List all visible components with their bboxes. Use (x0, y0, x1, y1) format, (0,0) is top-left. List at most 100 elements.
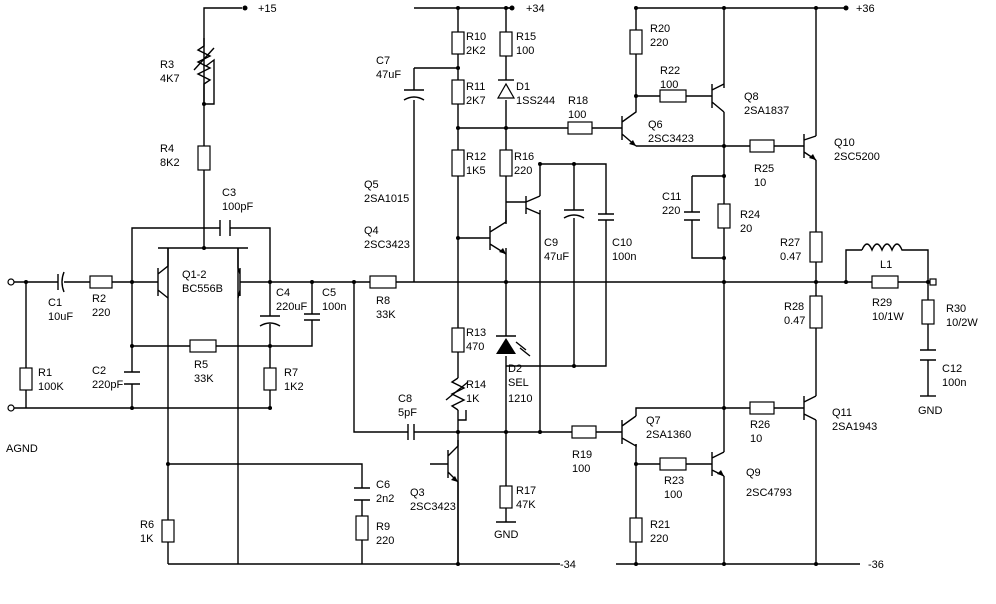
label-r6-value: 1K (140, 533, 154, 545)
capacitor-c4 (259, 315, 281, 327)
label-r18-ref: R18 (568, 95, 588, 107)
resistor-r19 (571, 425, 597, 439)
rail-label-p15: +15 (258, 3, 277, 15)
label-d2-value2: 1210 (508, 393, 532, 405)
resistor-r15 (499, 31, 513, 57)
label-r20-value: 220 (650, 37, 668, 49)
label-r27-ref: R27 (780, 237, 800, 249)
label-c12-value: 100n (942, 377, 966, 389)
label-r27-value: 0.47 (780, 251, 801, 263)
resistor-r29 (871, 275, 899, 289)
transistor-q8 (710, 83, 725, 113)
label-r30-ref: R30 (946, 303, 966, 315)
resistor-r27 (809, 231, 823, 263)
capacitor-c5 (304, 313, 320, 321)
label-r11-ref: R11 (466, 81, 485, 93)
label-r3-ref: R3 (160, 59, 174, 71)
label-c2-ref: C2 (92, 365, 106, 377)
label-c6-value: 2n2 (376, 493, 394, 505)
label-r30-value: 10/2W (946, 317, 978, 329)
label-c6-ref: C6 (376, 479, 390, 491)
resistor-r22 (659, 89, 687, 103)
label-r3-value: 4K7 (160, 73, 180, 85)
resistor-r4 (197, 145, 211, 171)
label-q7-ref: Q7 (646, 415, 661, 427)
label-d2-value: SEL (508, 377, 529, 389)
label-r8-value: 33K (376, 309, 396, 321)
label-q6-value: 2SC3423 (648, 133, 694, 145)
label-r24-ref: R24 (740, 209, 760, 221)
label-r17-ref: R17 (516, 485, 536, 497)
label-c1-ref: C1 (48, 297, 62, 309)
capacitor-c2 (124, 371, 140, 385)
label-d1-ref: D1 (516, 81, 530, 93)
transistor-q4 (489, 210, 507, 255)
label-q4-value: 2SC3423 (364, 239, 410, 251)
label-r14-ref: R14 (466, 379, 486, 391)
capacitor-c6 (354, 487, 370, 501)
label-q5-value: 2SA1015 (364, 193, 409, 205)
label-c11-value: 220 (662, 205, 680, 217)
label-r10-ref: R10 (466, 31, 486, 43)
label-r10-value: 2K2 (466, 45, 486, 57)
label-c8-ref: C8 (398, 393, 412, 405)
capacitor-c8 (407, 424, 415, 440)
rail-label-n36: -36 (868, 559, 884, 571)
label-c7-ref: C7 (376, 55, 390, 67)
label-gnd-right: GND (918, 405, 943, 417)
terminals (7, 5, 937, 523)
label-q8-value: 2SA1837 (744, 105, 789, 117)
label-r19-value: 100 (572, 463, 590, 475)
label-d2-ref: D2 (508, 363, 522, 375)
label-r12-ref: R12 (466, 151, 486, 163)
label-r11-value: 2K7 (466, 95, 486, 107)
label-r13-ref: R13 (466, 327, 486, 339)
label-r25-value: 10 (754, 177, 766, 189)
label-r4-value: 8K2 (160, 157, 180, 169)
resistor-r9 (355, 515, 369, 541)
potentiometers (193, 38, 469, 421)
led-d2 (496, 335, 531, 357)
label-r8-ref: R8 (376, 295, 390, 307)
label-r9-value: 220 (376, 535, 394, 547)
capacitor-c11 (684, 211, 700, 221)
label-c4-value: 220uF (276, 301, 307, 313)
junctions (24, 6, 930, 566)
transistor-q7 (616, 415, 637, 448)
resistor-r23 (659, 457, 687, 471)
label-r1-ref: R1 (38, 367, 52, 379)
trimmer-r14 (445, 377, 469, 421)
label-q9-value: 2SC4793 (746, 487, 792, 499)
transistor-q1a (150, 248, 169, 299)
resistor-r20 (629, 29, 643, 55)
label-q5-ref: Q5 (364, 179, 379, 191)
label-c9-ref: C9 (544, 237, 558, 249)
label-c5-ref: C5 (322, 287, 336, 299)
label-c10-value: 100n (612, 251, 636, 263)
resistor-r11 (451, 79, 465, 105)
label-c8-value: 5pF (398, 407, 417, 419)
label-q4-ref: Q4 (364, 225, 379, 237)
label-r22-value: 100 (660, 79, 678, 91)
label-r16-ref: R16 (514, 151, 534, 163)
label-c11-ref: C11 (662, 191, 681, 203)
transistor-q9 (710, 451, 725, 477)
label-c7-value: 47uF (376, 69, 401, 81)
diodes (496, 79, 531, 357)
label-r9-ref: R9 (376, 521, 390, 533)
resistor-r25 (749, 139, 775, 153)
label-r5-ref: R5 (194, 359, 208, 371)
capacitors (57, 89, 936, 501)
label-r25-ref: R25 (754, 163, 774, 175)
label-c9-value: 47uF (544, 251, 569, 263)
label-c5-value: 100n (322, 301, 346, 313)
label-r28-value: 0.47 (784, 315, 805, 327)
label-r24-value: 20 (740, 223, 752, 235)
resistor-r30 (921, 299, 935, 325)
label-q3-ref: Q3 (410, 487, 425, 499)
label-r12-value: 1K5 (466, 165, 486, 177)
label-r18-value: 100 (568, 109, 586, 121)
label-c2-value: 220pF (92, 379, 123, 391)
label-q7-value: 2SA1360 (646, 429, 691, 441)
